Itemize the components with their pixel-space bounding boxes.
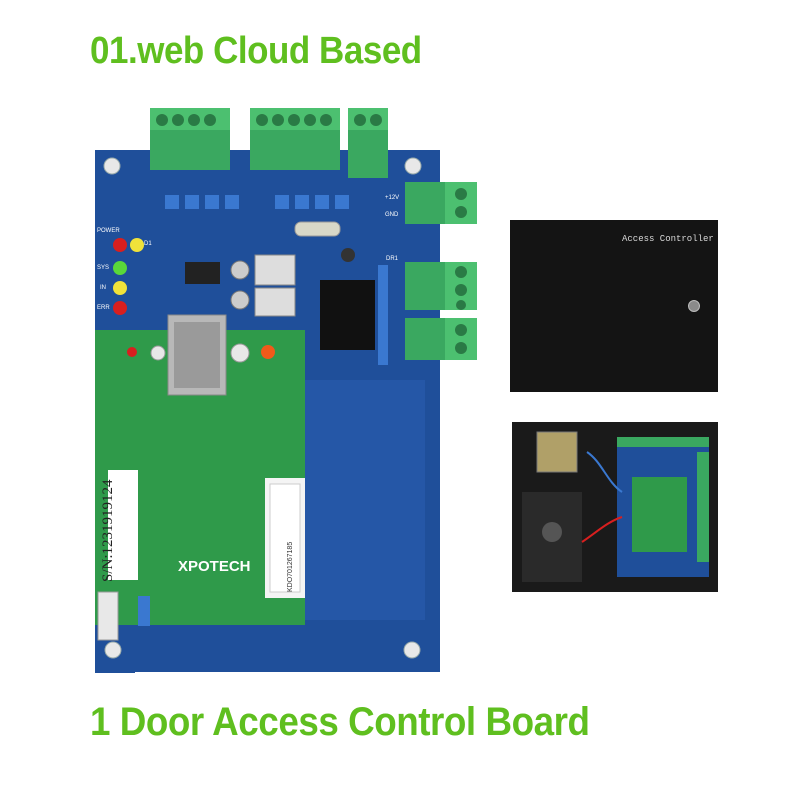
brand-label: XPOTECH	[178, 558, 251, 575]
serial-label: S/N:1231919124	[100, 479, 116, 582]
mount-hole	[104, 641, 122, 659]
transformer	[536, 431, 578, 473]
silk-d1: D1	[144, 241, 152, 247]
silk-gnd: GND	[385, 212, 399, 218]
status-leds	[113, 238, 144, 315]
silk-err: ERR	[97, 305, 110, 311]
silk-power: POWER	[97, 228, 120, 234]
silk-sys: SYS	[97, 265, 110, 271]
mount-hole	[404, 157, 422, 175]
lock-icon	[688, 300, 700, 312]
headline-bottom: 1 Door Access Control Board	[90, 700, 590, 744]
mount-hole	[403, 641, 421, 659]
mount-hole	[103, 157, 121, 175]
terminal-block-top-right	[348, 108, 388, 178]
terminal-block-right	[405, 182, 477, 360]
headline-top: 01.web Cloud Based	[90, 30, 422, 72]
enclosure-open-photo	[512, 422, 718, 592]
terminal-block-top-left	[150, 108, 230, 170]
barcode-label: KDO701267185	[287, 541, 294, 592]
terminal-block-top-mid	[250, 108, 340, 170]
network-module	[95, 314, 305, 625]
silk-in: IN	[100, 285, 106, 291]
silk-dr1: DR1	[386, 256, 399, 262]
silk-12v: +12V	[385, 195, 400, 201]
enclosure-label: Access Controller	[622, 234, 714, 244]
enclosure-closed-photo: Access Controller	[510, 220, 718, 392]
